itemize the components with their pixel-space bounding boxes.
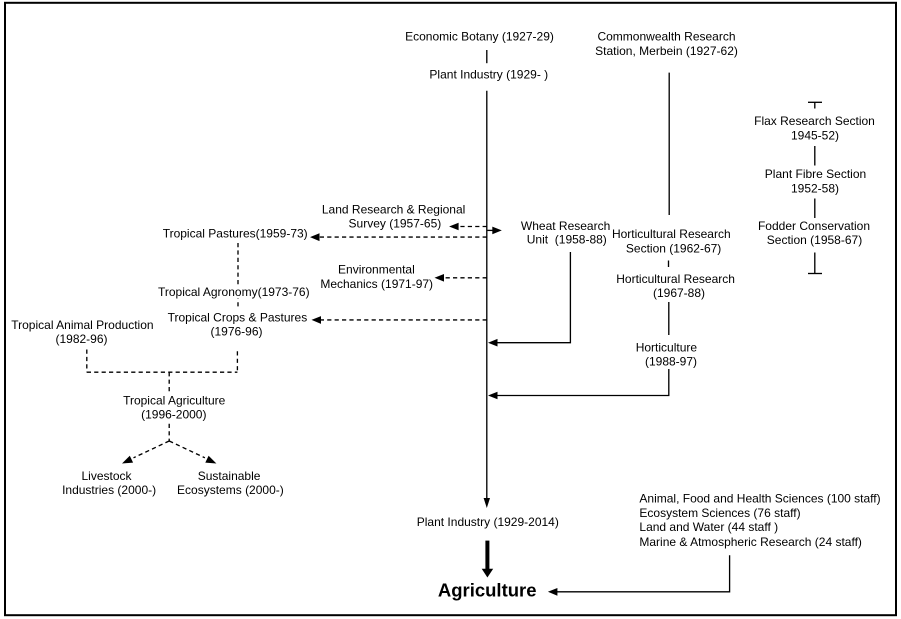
svg-text:Livestock: Livestock [81, 469, 132, 483]
svg-text:Plant Industry (1929-2014): Plant Industry (1929-2014) [417, 515, 559, 529]
svg-text:Tropical Agronomy(1973-76): Tropical Agronomy(1973-76) [158, 285, 310, 299]
svg-text:Fodder Conservation: Fodder Conservation [758, 219, 870, 233]
svg-text:Station, Merbein (1927-62): Station, Merbein (1927-62) [595, 44, 738, 58]
svg-text:Tropical Crops & Pastures: Tropical Crops & Pastures [168, 310, 308, 324]
svg-text:(1976-96): (1976-96) [210, 325, 262, 339]
svg-text:(1988-97): (1988-97) [645, 355, 697, 369]
svg-text:1945-52): 1945-52) [791, 129, 839, 143]
svg-text:Commonwealth Research: Commonwealth Research [597, 30, 735, 44]
svg-text:Sustainable: Sustainable [198, 469, 261, 483]
svg-text:Plant Industry (1929- ): Plant Industry (1929- ) [429, 68, 548, 82]
svg-text:Horticulture: Horticulture [636, 340, 698, 354]
svg-text:Tropical Animal Production: Tropical Animal Production [11, 318, 153, 332]
svg-text:Environmental: Environmental [338, 262, 415, 276]
svg-text:Agriculture: Agriculture [438, 579, 537, 600]
svg-text:Wheat Research: Wheat Research [521, 219, 610, 233]
svg-text:(1967-88): (1967-88) [653, 286, 705, 300]
svg-text:Horticultural Research: Horticultural Research [616, 272, 735, 286]
svg-text:(1996-2000): (1996-2000) [141, 408, 206, 422]
svg-text:Horticultural Research: Horticultural Research [612, 227, 731, 241]
svg-text:(1982-96): (1982-96) [55, 332, 107, 346]
svg-text:Marine & Atmospheric Research: Marine & Atmospheric Research (24 staff) [639, 535, 862, 549]
svg-text:Industries (2000-): Industries (2000-) [62, 483, 156, 497]
svg-text:Ecosystems (2000-): Ecosystems (2000-) [177, 483, 284, 497]
svg-text:Tropical Pastures(1959-73): Tropical Pastures(1959-73) [163, 226, 308, 240]
svg-text:Unit (1958-88): Unit (1958-88) [527, 233, 607, 247]
svg-text:Mechanics (1971-97): Mechanics (1971-97) [320, 277, 433, 291]
svg-text:Section (1962-67): Section (1962-67) [626, 241, 721, 255]
svg-text:Ecosystem Sciences (76 staff): Ecosystem Sciences (76 staff) [639, 506, 800, 520]
svg-text:1952-58): 1952-58) [791, 182, 839, 196]
svg-text:Economic Botany (1927-29): Economic Botany (1927-29) [405, 30, 554, 44]
svg-text:Animal, Food and Health Scienc: Animal, Food and Health Sciences (100 st… [639, 491, 880, 505]
svg-text:Tropical Agriculture: Tropical Agriculture [123, 393, 226, 407]
svg-text:Land and Water (44 staff ): Land and Water (44 staff ) [639, 520, 778, 534]
svg-text:Flax Research Section: Flax Research Section [754, 114, 875, 128]
svg-text:Survey (1957-65): Survey (1957-65) [349, 217, 442, 231]
svg-text:Section (1958-67): Section (1958-67) [767, 233, 862, 247]
svg-text:Land Research & Regional: Land Research & Regional [322, 202, 465, 216]
svg-text:Plant Fibre Section: Plant Fibre Section [765, 167, 866, 181]
